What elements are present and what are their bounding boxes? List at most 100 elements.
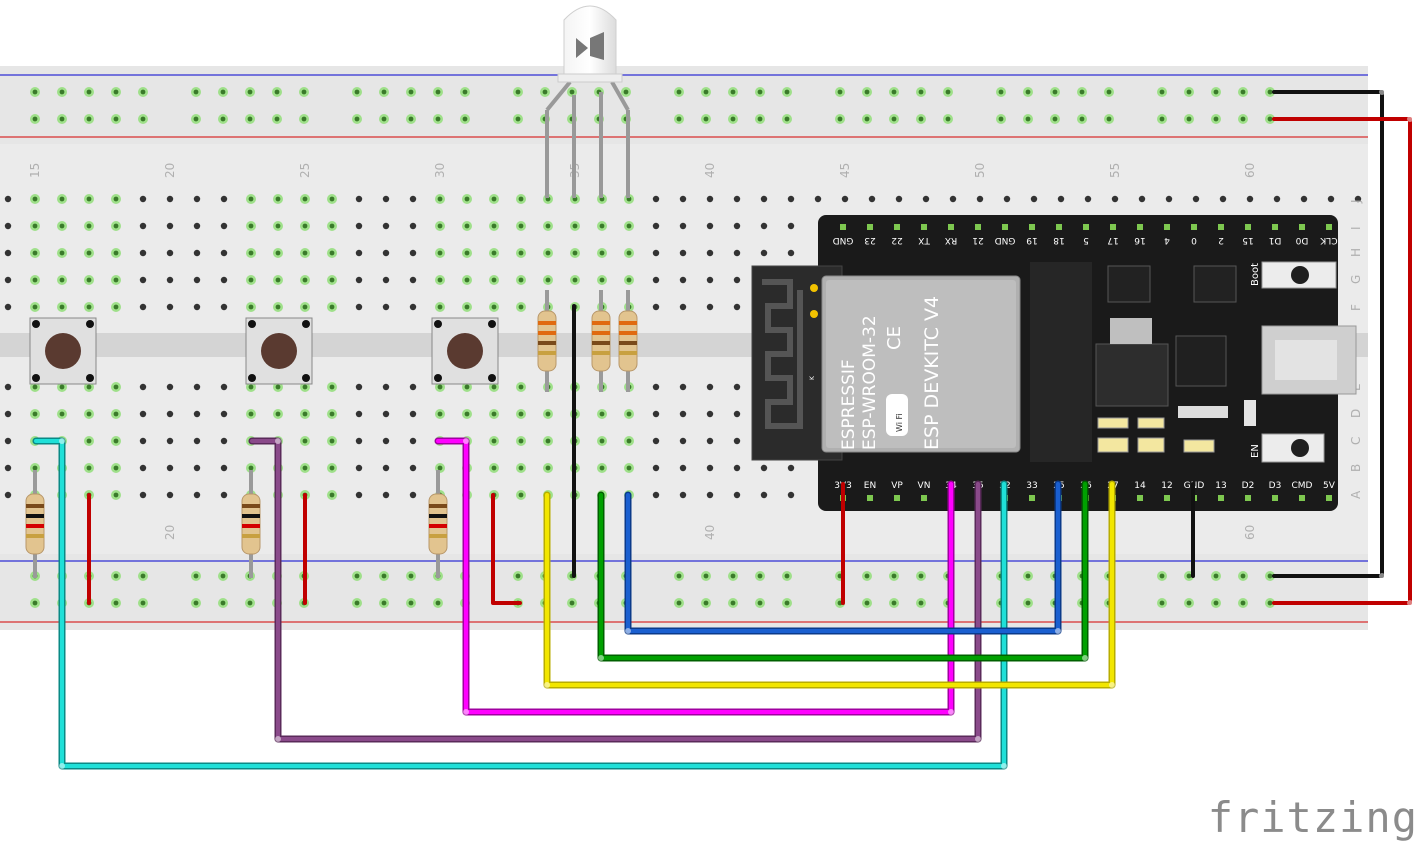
esp32-pin-label: 21 [972,235,983,245]
esp32-pin-label: D3 [1269,481,1282,491]
resistors [25,290,638,578]
esp32-pin [975,224,981,230]
wire-blue [624,480,1062,635]
esp32-pin [1029,495,1035,501]
row-label: H [1349,248,1363,257]
column-label: 50 [973,163,987,178]
esp32-pin-label: 5V [1323,481,1336,491]
wires [32,89,1413,770]
esp32-pin [1191,224,1197,230]
esp32-pin [948,224,954,230]
esp32-pin [1137,495,1143,501]
column-label: 40 [703,163,717,178]
column-label: 40 [703,525,717,540]
esp32-pin [1326,495,1332,501]
resistor-3 [428,470,448,578]
esp32-pin [1218,224,1224,230]
row-label: F [1349,304,1363,311]
module-vendor: ESPRESSIF [839,359,859,450]
ce-mark: CE [884,326,905,350]
esp32-pin [1029,224,1035,230]
esp32-pin-label: 22 [891,235,902,245]
esp32-pin-label: VP [891,481,903,491]
esp32-pin [1110,224,1116,230]
esp32-pin [1272,495,1278,501]
wifi-badge [886,394,908,436]
resistor-1 [25,470,45,578]
esp32-pin [1164,224,1170,230]
row-label: A [1349,490,1363,499]
esp32-pin-label: D2 [1242,481,1255,491]
esp32-pin [1299,495,1305,501]
module-name: ESP-WROOM-32 [860,315,880,450]
resistor-led-green [591,290,611,392]
esp32-pin-label: CLK [1319,235,1337,245]
esp32-pin [894,224,900,230]
esp32-pin [921,495,927,501]
boot-label: Boot [1250,263,1261,286]
column-label: 60 [1243,525,1257,540]
esp32-pin [1299,224,1305,230]
esp32-pin [1218,495,1224,501]
column-labels: 15202530354045505560204060 [28,163,1257,540]
row-label: J [1349,199,1363,204]
row-label: B [1349,464,1363,472]
resistor-led-red [537,290,557,392]
resistor-led-blue [618,290,638,392]
esp32-pin-label: 33 [1026,481,1037,491]
esp32-pin [1326,224,1332,230]
esp32-pin-label: 2 [1218,235,1224,245]
esp32-pin-label: VN [918,481,931,491]
esp32-pin-label: 4 [1164,235,1170,245]
fritzing-watermark: fritzing [1207,793,1418,842]
esp32-pin [1137,224,1143,230]
column-label: 45 [838,163,852,178]
esp32-pin [921,224,927,230]
column-label: 15 [28,163,42,178]
esp32-pin-label: 14 [1134,481,1146,491]
rgb-led [545,5,630,198]
breadboard-top-rail [0,66,1368,144]
esp32-pin-label: 19 [1026,235,1038,245]
esp32-pin-label: D0 [1295,235,1308,245]
antenna-mark: K [809,375,816,380]
column-label: 25 [298,163,312,178]
row-label: G [1349,275,1363,284]
en-label: EN [1250,444,1261,458]
esp32-pin [1002,224,1008,230]
esp32-pin-label: 23 [864,235,875,245]
esp32-pin [867,495,873,501]
column-label: 55 [1108,163,1122,178]
column-label: 60 [1243,163,1257,178]
column-label: 30 [433,163,447,178]
esp32-pin-label: 0 [1191,235,1197,245]
wire-black [572,90,1384,578]
push-button-2[interactable] [245,317,313,385]
esp32-pin-label: CMD [1292,481,1313,491]
row-label: I [1349,226,1363,230]
column-label: 20 [163,163,177,178]
esp32-pin-label: 17 [1107,235,1118,245]
row-label: C [1349,437,1363,445]
wire-yellow [543,480,1116,689]
esp32-pin-label: GND [833,235,854,245]
push-button-1[interactable] [29,317,97,385]
column-label: 20 [163,525,177,540]
esp32-pin-label: RX [945,235,957,245]
esp32-pin [894,495,900,501]
esp32-pin-label: 5 [1083,235,1089,245]
esp32-pin-label: 13 [1215,481,1226,491]
push-button-3[interactable] [431,317,499,385]
esp32-pin-label: 16 [1134,235,1146,245]
esp32-pin [1164,495,1170,501]
esp32-pin [1272,224,1278,230]
esp32-pin-label: 18 [1053,235,1065,245]
wire-endpoints [59,89,1413,769]
esp32-pin [867,224,873,230]
wire-red [87,117,1412,605]
breadboard-bottom-rail [0,554,1368,630]
row-label: D [1349,409,1363,418]
esp32-pin-label: TX [918,235,931,245]
